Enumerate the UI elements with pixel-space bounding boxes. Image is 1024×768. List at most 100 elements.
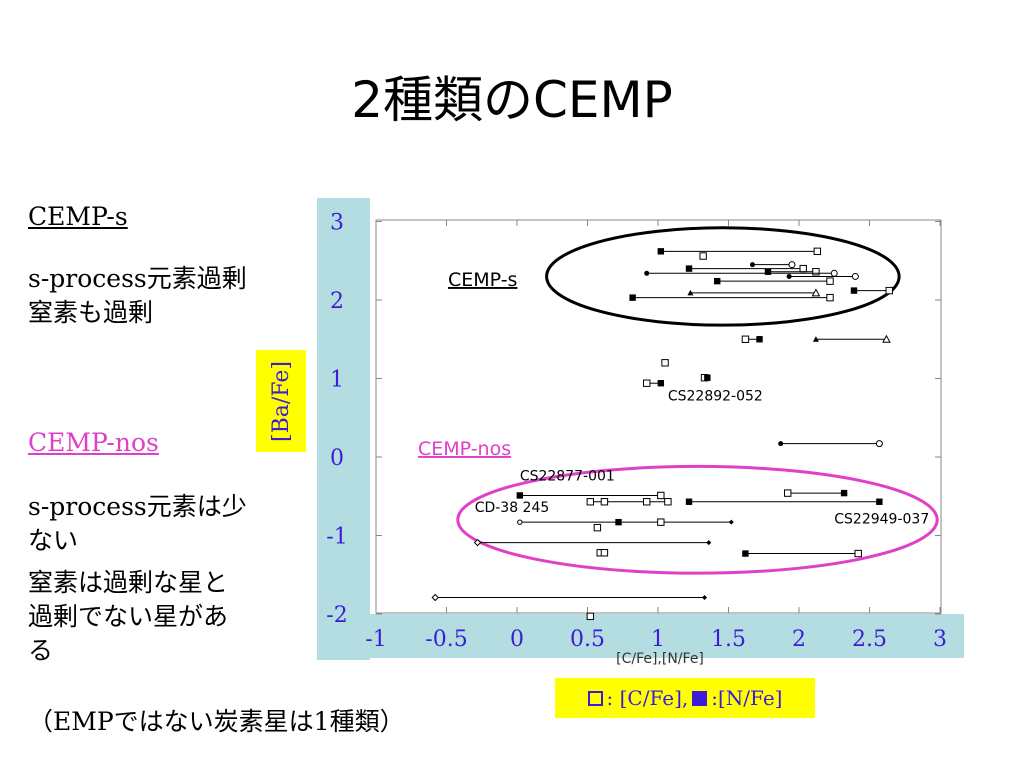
data-point [786, 273, 792, 279]
y-tick-label: 0 [330, 446, 344, 471]
cemp-s-heading: CEMP-s [28, 200, 128, 234]
group-label-cemp-s: CEMP-s [448, 269, 517, 291]
data-point [586, 612, 595, 621]
data-point [699, 252, 707, 260]
data-point [728, 519, 734, 525]
x-tick-label: -0.5 [425, 627, 467, 652]
y-tick-label: -2 [326, 603, 347, 628]
data-point [850, 287, 858, 294]
x-tick-label: 0 [510, 627, 524, 652]
cemp-nos-heading: CEMP-nos [28, 426, 159, 460]
star-label: CD-38 245 [475, 500, 550, 516]
data-point [657, 518, 665, 526]
y-tick-label: -1 [326, 525, 347, 550]
cemp-nos-line5: る [28, 636, 54, 665]
page-title: 2種類のCEMP [351, 71, 673, 129]
open-square-icon [587, 690, 603, 706]
data-point [657, 380, 665, 387]
cemp-nos-line3: 窒素は過剰な星と [28, 568, 229, 597]
data-point [643, 498, 651, 506]
data-point [851, 272, 859, 280]
data-point [685, 498, 693, 505]
legend-filled-label: :[N/Fe] [711, 686, 783, 710]
data-point [742, 550, 749, 557]
data-point [826, 277, 834, 285]
data-point [600, 498, 609, 506]
group-ellipse [456, 464, 939, 575]
data-point [593, 523, 602, 532]
star-label: CS22949-037 [834, 512, 929, 528]
legend: : [C/Fe], :[N/Fe] [555, 678, 815, 718]
data-point [756, 336, 763, 343]
data-point [685, 265, 693, 272]
data-point [687, 289, 694, 296]
x-tick-label: 1.5 [711, 627, 746, 652]
data-point [799, 264, 807, 273]
data-point [784, 489, 792, 497]
y-tick-label: 2 [330, 289, 344, 314]
data-point [706, 540, 712, 546]
data-point [702, 595, 708, 601]
x-tick-label: 2.5 [852, 627, 887, 652]
data-point [840, 489, 848, 497]
data-point [876, 498, 883, 505]
group-label-cemp-nos: CEMP-nos [418, 438, 511, 460]
data-point [882, 334, 891, 343]
star-label: CS22877-001 [520, 469, 615, 485]
data-point [661, 359, 669, 367]
x-tick-label: 0.5 [570, 627, 605, 652]
data-point [764, 268, 772, 275]
data-point [830, 269, 838, 277]
x-tick-label: 1 [651, 627, 665, 652]
data-point [875, 440, 883, 448]
data-point [629, 294, 636, 301]
data-point [812, 268, 820, 276]
data-point [615, 518, 622, 526]
cemp-s-heading-text: CEMP-s [28, 202, 128, 231]
y-tick-label: 3 [330, 211, 344, 236]
data-point [854, 549, 862, 558]
data-point [664, 498, 672, 506]
data-point [749, 262, 755, 268]
data-point [657, 491, 665, 500]
cemp-s-line1: s-process元素過剰 [28, 264, 247, 293]
data-point [741, 335, 750, 343]
data-point [812, 336, 819, 342]
cemp-nos-line2: ない [28, 526, 79, 555]
y-axis-band [317, 198, 370, 660]
x-tick-label: 2 [792, 627, 806, 652]
data-point [811, 288, 821, 297]
data-point [643, 379, 651, 387]
data-point [788, 261, 796, 269]
cemp-nos-line1: s-process元素は少 [28, 492, 247, 521]
data-point [431, 593, 439, 602]
data-point [704, 374, 711, 381]
y-tick-label: 1 [330, 368, 344, 393]
data-point [813, 247, 822, 256]
filled-square-icon [692, 690, 708, 706]
cemp-nos-heading-text: CEMP-nos [28, 428, 159, 457]
data-point [657, 248, 665, 255]
x-axis-original-label: [C/Fe],[N/Fe] [616, 651, 704, 667]
data-point [473, 538, 482, 547]
data-point [714, 277, 721, 285]
data-point [516, 492, 524, 499]
data-point [885, 286, 893, 295]
x-tick-label: 3 [933, 627, 947, 652]
cemp-nos-line4: 過剰でない星があ [28, 602, 229, 631]
data-point [826, 293, 834, 302]
data-point [586, 498, 595, 506]
star-label: CS22892-052 [668, 388, 763, 404]
data-point [517, 519, 523, 525]
x-tick-label: -1 [365, 627, 386, 652]
cemp-s-line2: 窒素も過剰 [28, 298, 154, 327]
group-ellipse [545, 226, 901, 327]
footer-note: （EMPではない炭素星は1種類） [28, 707, 405, 736]
data-point [778, 441, 784, 447]
data-point [644, 270, 650, 276]
x-axis-band [349, 614, 964, 658]
data-point [600, 549, 609, 557]
y-axis-label-box: [Ba/Fe] [256, 350, 306, 452]
legend-open-label: : [C/Fe], [606, 686, 689, 710]
